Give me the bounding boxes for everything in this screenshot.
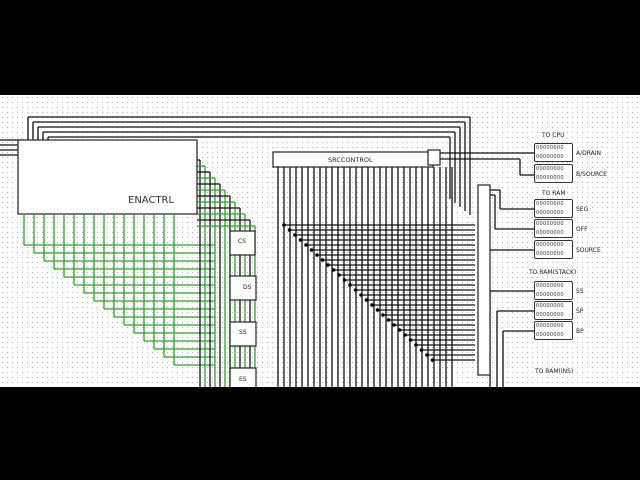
wire-junction	[309, 248, 314, 252]
srccontrol-label: SRCCONTROL	[328, 156, 373, 164]
wire-junction	[419, 348, 424, 352]
wire-junction	[364, 298, 369, 302]
wire-junction	[370, 303, 374, 307]
a-drain-label: A/DRAIN	[576, 150, 602, 157]
b-source-label: B/SOURCE	[576, 171, 607, 178]
wire-junction	[326, 263, 330, 267]
enactrl-component[interactable]	[17, 139, 198, 215]
wire-junction	[414, 343, 418, 347]
to-cpu-title: TO CPU	[542, 132, 565, 139]
wire-junction	[430, 358, 435, 362]
wire-junction	[353, 288, 358, 292]
wire-junction	[348, 283, 352, 287]
off-label: OFF	[576, 226, 588, 233]
register-ds-label: DS	[243, 284, 252, 291]
to-ram-ins-title: TO RAM(INS)	[535, 368, 574, 375]
bp-label: BP	[576, 328, 584, 335]
hex-display-source: 00000000 00000000	[534, 240, 573, 259]
wire-junction	[408, 338, 413, 342]
wire-junction	[392, 323, 396, 327]
wire-junction	[315, 253, 319, 257]
wire-junction	[304, 243, 308, 247]
splitter-tall-component[interactable]	[477, 184, 491, 376]
hex-display-off: 00000000 00000000	[534, 219, 573, 238]
source-label: SOURCE	[576, 247, 601, 254]
hex-display-a-drain: 00000000 00000000	[534, 143, 573, 162]
to-ram-stack-title: TO RAM(STACK)	[529, 269, 577, 276]
hex-display-seg: 00000000 00000000	[534, 199, 573, 218]
wire-junction	[386, 318, 391, 322]
enactrl-label: ENACTRL	[128, 195, 175, 206]
wire-junction	[337, 273, 341, 277]
sp-label: SP	[576, 308, 584, 315]
hex-display-ss: 00000000 00000000	[534, 281, 573, 300]
register-cs-label: CS	[238, 238, 246, 245]
hex-display-bp: 00000000 00000000	[534, 321, 573, 340]
register-cs[interactable]	[229, 230, 256, 256]
wire-junction	[298, 238, 303, 242]
wire-junction	[359, 293, 363, 297]
wire-junction	[342, 278, 347, 282]
wire-junction	[293, 233, 297, 237]
wire-junction	[425, 353, 429, 357]
register-ds[interactable]	[229, 275, 257, 301]
to-ram-title: TO RAM	[542, 190, 566, 197]
wires-layer	[0, 116, 534, 387]
wire-junction	[320, 258, 325, 262]
wire-junction	[381, 313, 385, 317]
hex-display-b-source: 00000000 00000000	[534, 164, 573, 183]
wire-junction	[375, 308, 380, 312]
wire-junction	[287, 228, 292, 232]
wire-junction	[331, 268, 336, 272]
register-ss[interactable]	[229, 321, 257, 347]
wire-junction	[397, 328, 402, 332]
hex-display-sp: 00000000 00000000	[534, 301, 573, 320]
register-es[interactable]	[229, 367, 257, 387]
wire-junction	[282, 223, 286, 227]
register-ss-label: SS	[239, 329, 247, 336]
circuit-canvas[interactable]: ENACTRL SRCCONTROL CS DS SS ES TO CPU 00…	[0, 95, 640, 387]
ss-label: SS	[576, 288, 584, 295]
splitter-component[interactable]	[427, 149, 441, 166]
wire-junction	[403, 333, 407, 337]
seg-label: SEG	[576, 206, 589, 213]
register-es-label: ES	[239, 376, 247, 383]
